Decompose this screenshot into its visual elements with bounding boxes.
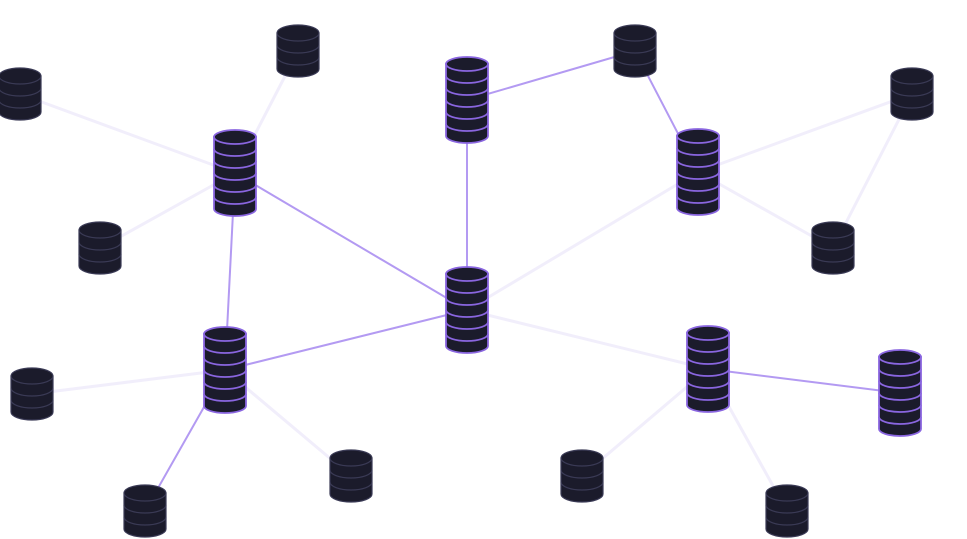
leaf-5-database-icon <box>78 221 122 275</box>
hub-bottom-left-database-icon <box>203 326 247 414</box>
hub-center-database-icon <box>445 266 489 354</box>
active-link-hub-bottom-right-to-hub-far-right <box>707 368 901 394</box>
nodes-layer <box>0 24 934 538</box>
link-hub-top-right-to-leaf-4 <box>696 92 914 174</box>
leaf-6-database-icon <box>811 221 855 275</box>
hub-bottom-right-database-icon <box>686 325 730 413</box>
leaf-10-database-icon <box>560 449 604 503</box>
leaf-2-database-icon <box>276 24 320 78</box>
link-hub-top-right-to-leaf-6 <box>696 170 835 250</box>
leaf-11-database-icon <box>765 484 809 538</box>
hub-top-right-database-icon <box>676 128 720 216</box>
leaf-7-database-icon <box>10 367 54 421</box>
link-leaf-4-to-leaf-6 <box>831 92 914 250</box>
hub-far-right-database-icon <box>878 349 922 437</box>
leaf-1-database-icon <box>0 67 42 121</box>
link-hub-center-to-hub-top-right <box>465 170 700 312</box>
hub-top-left-database-icon <box>213 129 257 217</box>
link-hub-bottom-left-to-leaf-7 <box>30 368 227 396</box>
active-link-hub-top-left-to-hub-center <box>234 172 468 311</box>
leaf-9-database-icon <box>329 449 373 503</box>
active-link-hub-bottom-left-to-hub-center <box>224 309 468 371</box>
leaf-3-database-icon <box>613 24 657 78</box>
link-hub-center-to-hub-bottom-right <box>465 308 710 371</box>
leaf-8-database-icon <box>123 484 167 538</box>
link-hub-top-left-to-leaf-5 <box>98 171 237 250</box>
link-hub-top-left-to-leaf-1 <box>18 92 237 175</box>
leaf-4-database-icon <box>890 67 934 121</box>
active-link-hub-top-to-leaf-3 <box>466 50 636 101</box>
hub-top-database-icon <box>445 56 489 144</box>
